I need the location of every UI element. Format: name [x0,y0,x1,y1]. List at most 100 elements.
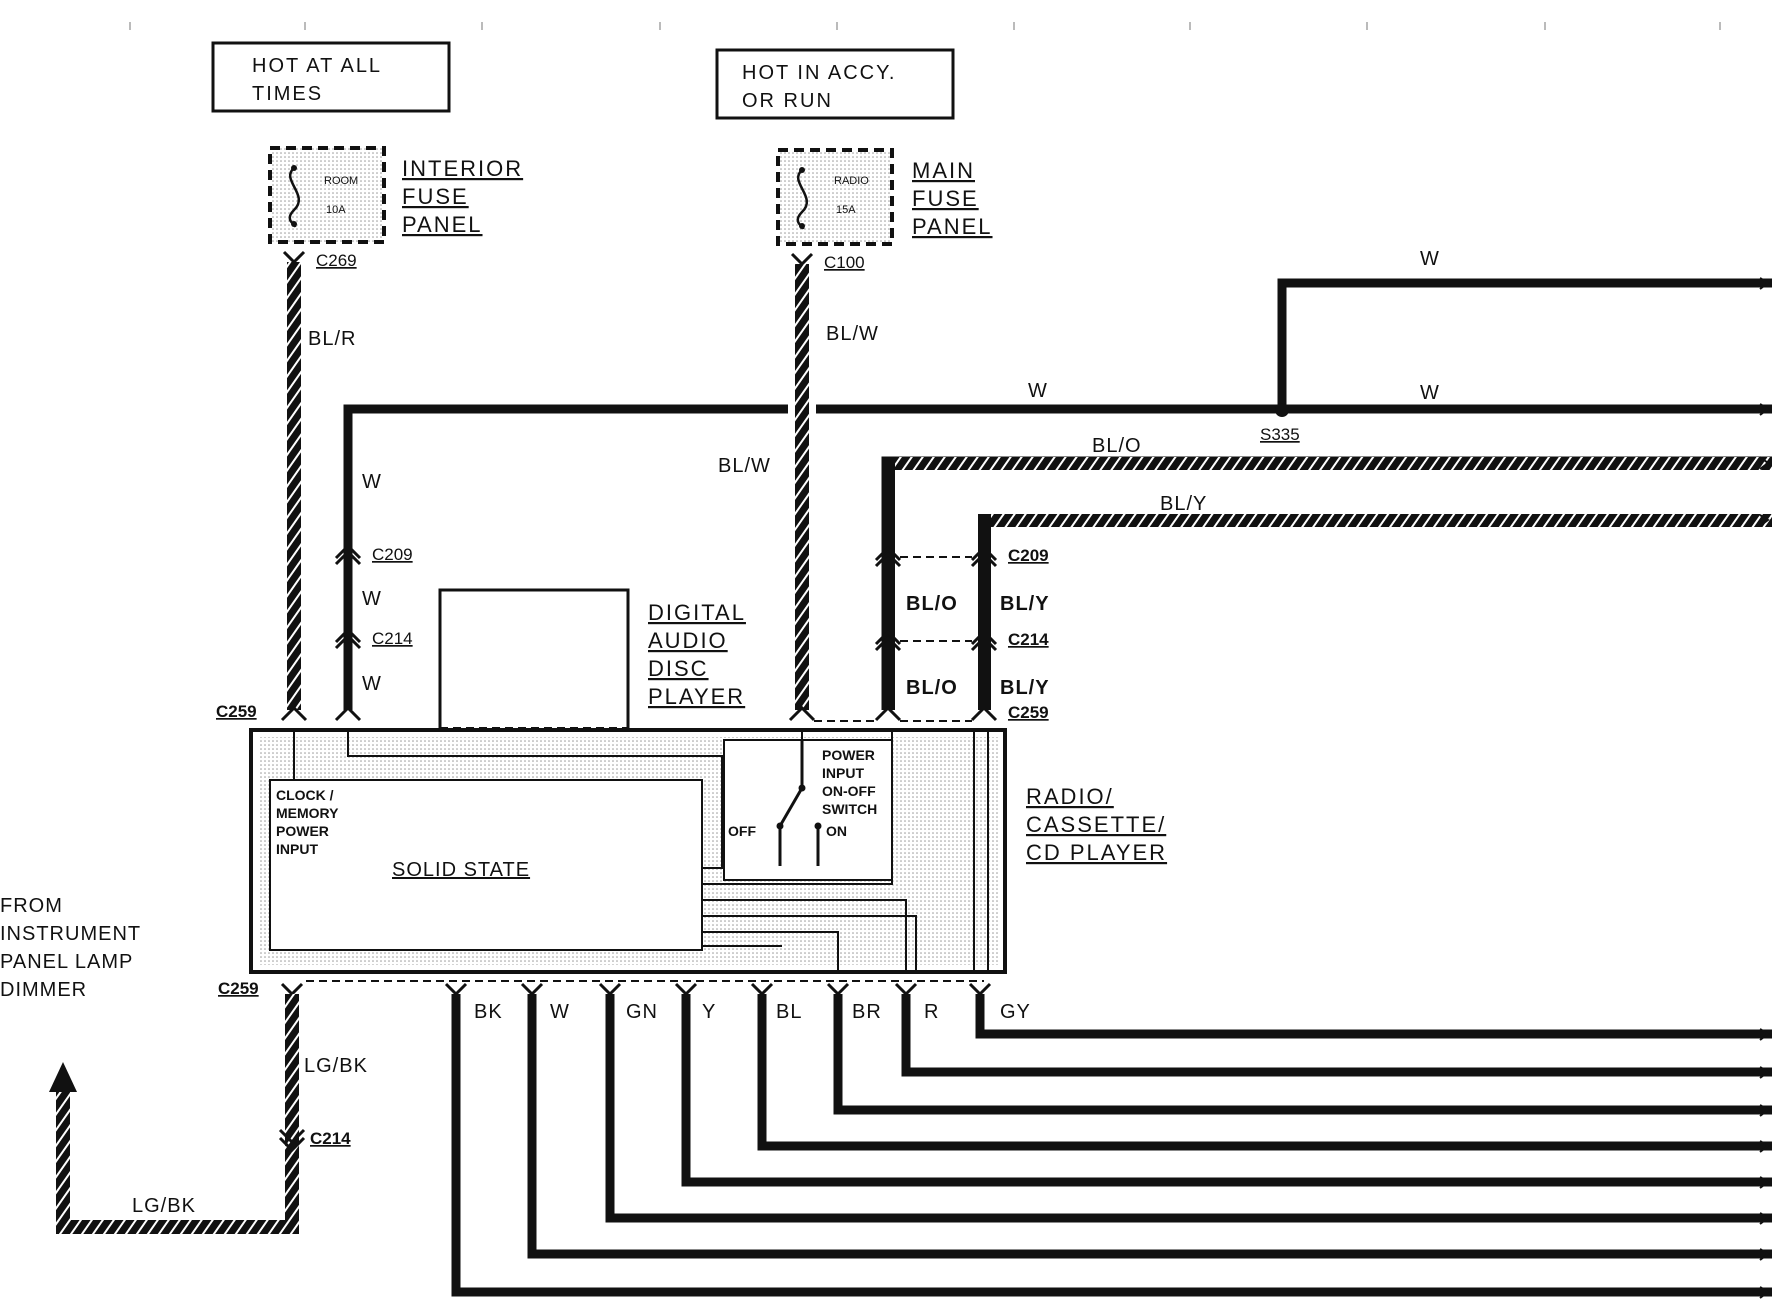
arrow-up-icon [49,1062,77,1092]
clock-l2: MEMORY [276,805,339,821]
radio-l3: CD PLAYER [1026,840,1167,865]
dimmer-l2: INSTRUMENT [0,923,141,945]
wire-y-label: Y [702,1001,716,1023]
top-ticks [129,22,1721,30]
on-off-switch-icon [778,740,820,866]
room-fuse-rating: 10A [326,204,346,216]
bl-o-label-mid2: BL/O [906,677,958,699]
hot-accy-line1: HOT IN ACCY. [742,62,896,84]
lg-bk-label-2: LG/BK [132,1195,196,1217]
bl-y-vertical [978,514,991,710]
wire-gy-label: GY [1000,1001,1031,1023]
wire-bl-label: BL [776,1001,802,1023]
main-fuse-panel-l1: MAIN [912,158,975,183]
switch-off-label: OFF [728,823,756,839]
disc-player-box [438,588,630,728]
wire-gn-label: GN [626,1001,658,1023]
w-label-1: W [362,471,382,493]
radio-l1: RADIO/ [1026,784,1114,809]
w-label-3: W [362,673,382,695]
w-label-4: W [1028,380,1048,402]
c214-connector-icon [334,627,362,650]
bottom-wires [451,994,1772,1297]
w-label-2: W [362,588,382,610]
c209-label-right: C209 [1008,546,1049,565]
c214-label-left: C214 [372,629,413,648]
bl-w-wire [795,264,809,710]
w-wire-main [343,278,1772,710]
switch-l4: SWITCH [822,801,877,817]
clock-l1: CLOCK / [276,787,334,803]
s335-splice-icon [1275,403,1289,417]
dadp-l3: DISC [648,656,709,681]
bl-o-label-top: BL/O [1092,435,1142,457]
switch-l3: ON-OFF [822,783,876,799]
bl-y-label-top: BL/Y [1160,493,1207,515]
c214-label-right: C214 [1008,630,1049,649]
switch-l2: INPUT [822,765,864,781]
lg-bk-label-1: LG/BK [304,1055,368,1077]
c269-label: C269 [316,251,357,270]
c259-label-top-left: C259 [216,702,257,721]
wire-w-label: W [550,1001,570,1023]
c214-label-bottom: C214 [310,1129,351,1148]
lg-bk-up [56,1086,70,1234]
hot-all-line1: HOT AT ALL [252,55,382,77]
dadp-l2: AUDIO [648,628,728,653]
interior-fuse-panel-l1: INTERIOR [402,156,523,181]
radio-l2: CASSETTE/ [1026,812,1166,837]
bl-o-vertical [882,457,895,710]
bl-y-wire [978,514,1772,527]
bl-r-label: BL/R [308,328,356,350]
main-fuse-panel-l2: FUSE [912,186,979,211]
main-fuse-panel-l3: PANEL [912,214,993,239]
solid-state-label: SOLID STATE [392,859,530,881]
w-label-5: W [1420,382,1440,404]
c269-connector-icon [282,250,306,265]
wire-br-label: BR [852,1001,882,1023]
c259-label-bottom: C259 [218,979,259,998]
bl-w-label-upper: BL/W [826,323,879,345]
bl-o-wire [882,457,1772,470]
dimmer-l3: PANEL LAMP [0,951,133,973]
dimmer-l4: DIMMER [0,979,87,1001]
wire-r-label: R [924,1001,939,1023]
wire-bk-label: BK [474,1001,503,1023]
w-label-6: W [1420,248,1440,270]
hot-accy-run-box [715,48,955,120]
c209-label-left: C209 [372,545,413,564]
clock-l3: POWER [276,823,329,839]
bl-o-wire-outline [881,456,1772,710]
internal-traces [293,730,989,970]
c209-connector-icon [334,543,362,566]
c259-label-top-right: C259 [1008,703,1049,722]
bl-r-wire [287,262,301,710]
bl-y-label-mid2: BL/Y [1000,677,1050,699]
switch-on-label: ON [826,823,847,839]
right-edge-ticks [1759,277,1770,1299]
c100-connector-icon [790,252,814,267]
interior-fuse-panel-l2: FUSE [402,184,469,209]
interior-fuse-panel-l3: PANEL [402,212,483,237]
lg-bk-vertical [285,994,299,1234]
power-switch-area [723,739,893,881]
c100-label: C100 [824,253,865,272]
c214-bottom-connector-icon [278,1128,306,1153]
hot-accy-line2: OR RUN [742,90,833,112]
clock-l4: INPUT [276,841,318,857]
radio-fuse: RADIO 15A [776,148,894,246]
s335-label: S335 [1260,425,1300,444]
dimmer-l1: FROM [0,895,63,917]
bl-o-label-mid1: BL/O [906,593,958,615]
solid-state-module [269,779,703,951]
dadp-l1: DIGITAL [648,600,746,625]
hot-all-line2: TIMES [252,83,323,105]
switch-l1: POWER [822,747,875,763]
right-connectors [874,545,998,652]
c259-top-connectors [280,705,998,722]
lg-bk-horizontal [56,1220,299,1234]
bl-y-label-mid1: BL/Y [1000,593,1050,615]
hot-at-all-times-box [211,41,451,113]
radio-fuse-name: RADIO [834,175,869,187]
